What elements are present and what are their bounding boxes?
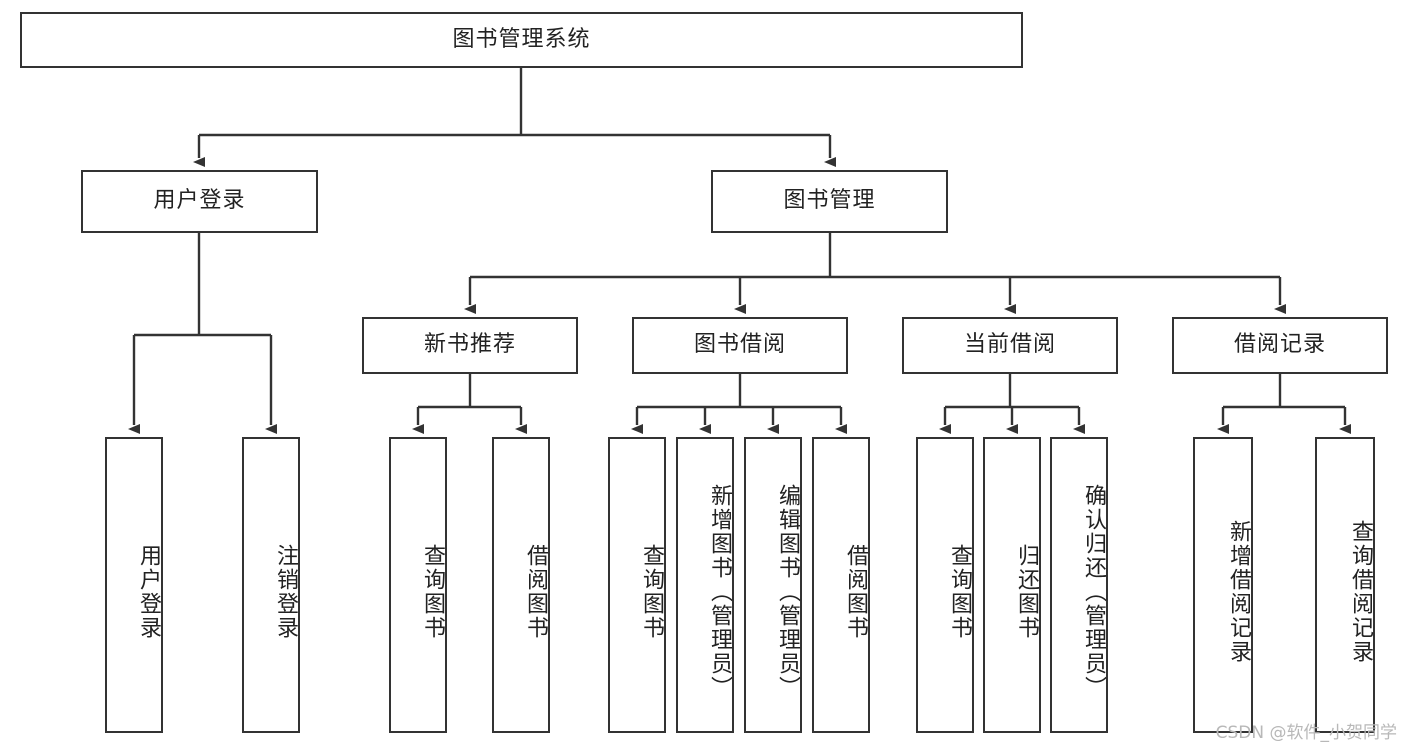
leaf-label: 借阅图书 [843,544,868,640]
node-current-borrow[interactable]: 当前借阅 [902,317,1118,374]
leaf-label: 借阅图书 [523,544,548,640]
leaf-label: 查询借阅记录 [1348,520,1373,664]
leaf-user-login-login[interactable]: 用户登录 [105,437,163,733]
node-root-label: 图书管理系统 [452,26,591,52]
leaf-label: 查询图书 [639,544,664,640]
leaf-record-add-record[interactable]: 新增借阅记录 [1193,437,1253,733]
leaf-current-query-book[interactable]: 查询图书 [916,437,974,733]
node-current-borrow-label: 当前借阅 [963,332,1056,358]
leaf-label: 用户登录 [136,544,161,640]
leaf-recommend-borrow-book[interactable]: 借阅图书 [492,437,550,733]
leaf-label: 查询图书 [947,544,972,640]
leaf-label: 确认归还（管理员） [1081,484,1106,700]
node-user-login[interactable]: 用户登录 [81,170,318,233]
node-borrow-record-label: 借阅记录 [1233,332,1326,358]
leaf-label: 归还图书 [1014,544,1039,640]
leaf-borrow-add-book-admin[interactable]: 新增图书（管理员） [676,437,734,733]
node-new-book-recommend-label: 新书推荐 [423,332,516,358]
leaf-label: 编辑图书（管理员） [775,484,800,700]
leaf-label: 注销登录 [273,544,298,640]
leaf-borrow-borrow-book[interactable]: 借阅图书 [812,437,870,733]
leaf-label: 新增借阅记录 [1226,520,1251,664]
node-book-management-label: 图书管理 [783,188,876,214]
leaf-current-confirm-return-admin[interactable]: 确认归还（管理员） [1050,437,1108,733]
node-book-management[interactable]: 图书管理 [711,170,948,233]
node-borrow-record[interactable]: 借阅记录 [1172,317,1388,374]
node-book-borrow-label: 图书借阅 [693,332,786,358]
leaf-label: 新增图书（管理员） [707,484,732,700]
node-new-book-recommend[interactable]: 新书推荐 [362,317,578,374]
leaf-record-query-record[interactable]: 查询借阅记录 [1315,437,1375,733]
node-book-borrow[interactable]: 图书借阅 [632,317,848,374]
leaf-recommend-query-book[interactable]: 查询图书 [389,437,447,733]
watermark: CSDN @软件_小贺同学 [1215,723,1397,743]
leaf-borrow-query-book[interactable]: 查询图书 [608,437,666,733]
node-root[interactable]: 图书管理系统 [20,12,1023,68]
leaf-current-return-book[interactable]: 归还图书 [983,437,1041,733]
node-user-login-label: 用户登录 [153,188,246,214]
leaf-user-login-logout[interactable]: 注销登录 [242,437,300,733]
leaf-borrow-edit-book-admin[interactable]: 编辑图书（管理员） [744,437,802,733]
leaf-label: 查询图书 [420,544,445,640]
